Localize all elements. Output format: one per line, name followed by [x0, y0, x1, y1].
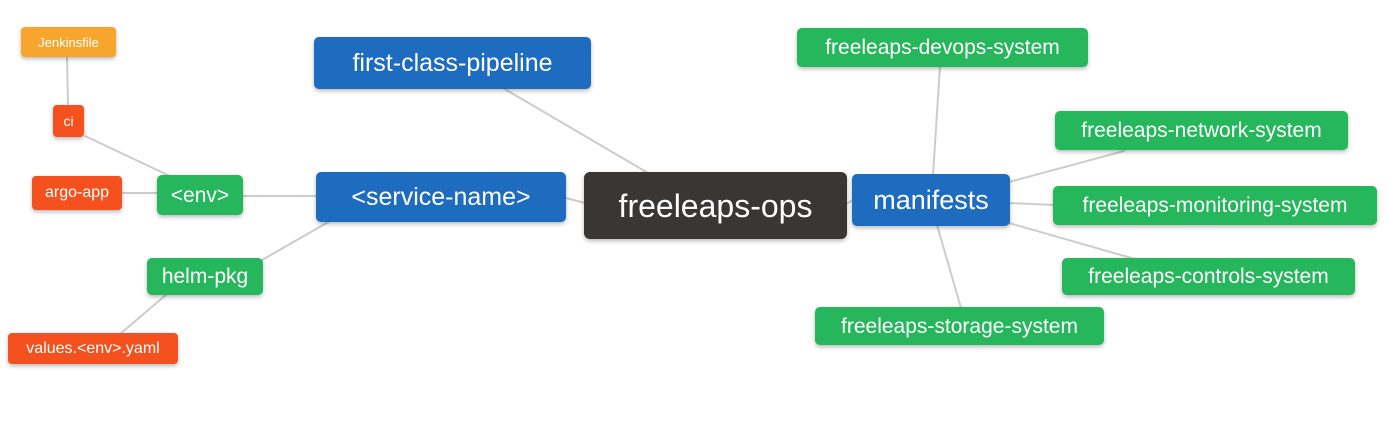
edge-service-name-freeleaps-ops: [565, 197, 586, 204]
node-freeleaps-network-system[interactable]: freeleaps-network-system: [1055, 111, 1348, 150]
edge-manifests-network-system: [1008, 150, 1125, 183]
node-freeleaps-devops-system[interactable]: freeleaps-devops-system: [797, 28, 1088, 67]
edge-manifests-controls-system: [1008, 222, 1136, 260]
node-jenkinsfile[interactable]: Jenkinsfile: [21, 27, 116, 57]
node-service-name[interactable]: <service-name>: [316, 172, 566, 222]
node-env[interactable]: <env>: [157, 175, 243, 215]
edge-helm-pkg-values: [119, 293, 168, 335]
edge-jenkinsfile-ci: [66, 56, 69, 107]
edge-service-name-helm-pkg: [261, 220, 331, 261]
node-first-class-pipeline[interactable]: first-class-pipeline: [314, 37, 591, 89]
node-helm-pkg[interactable]: helm-pkg: [147, 258, 263, 295]
edge-manifests-monitoring-system: [1008, 202, 1055, 206]
node-argo-app[interactable]: argo-app: [32, 176, 122, 210]
edge-ci-env: [84, 135, 173, 178]
node-values-env-yaml[interactable]: values.<env>.yaml: [8, 333, 178, 364]
edge-manifests-devops-system: [932, 65, 941, 176]
node-freeleaps-controls-system[interactable]: freeleaps-controls-system: [1062, 258, 1355, 295]
node-manifests[interactable]: manifests: [852, 174, 1010, 226]
node-ci[interactable]: ci: [53, 105, 84, 137]
node-freeleaps-ops[interactable]: freeleaps-ops: [584, 172, 847, 239]
node-freeleaps-monitoring-system[interactable]: freeleaps-monitoring-system: [1053, 186, 1377, 225]
edge-manifests-storage-system: [936, 224, 962, 309]
edge-pipeline-freeleaps-ops: [502, 87, 649, 174]
node-freeleaps-storage-system[interactable]: freeleaps-storage-system: [815, 307, 1104, 345]
edge-freeleaps-ops-manifests: [845, 199, 854, 205]
